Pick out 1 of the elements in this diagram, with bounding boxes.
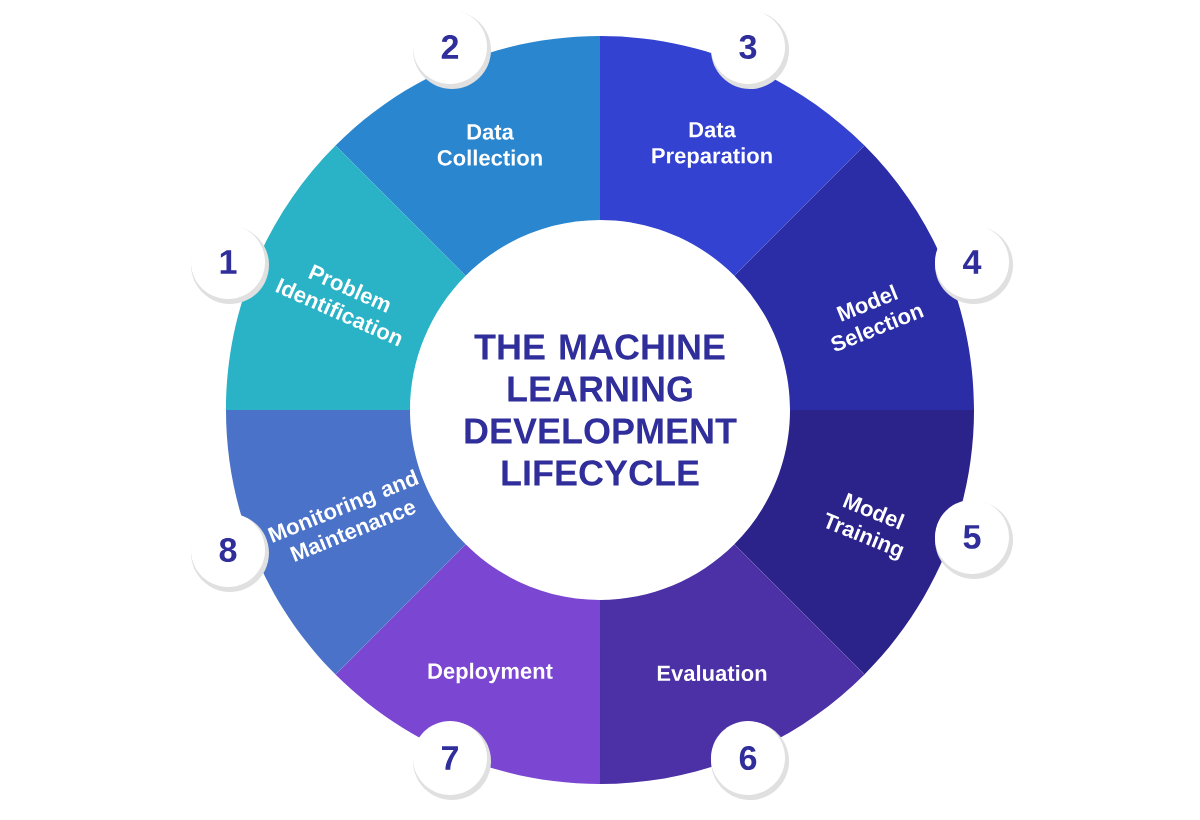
title: THE MACHINE LEARNING DEVELOPMENT LIFECYCLE	[465, 334, 737, 486]
